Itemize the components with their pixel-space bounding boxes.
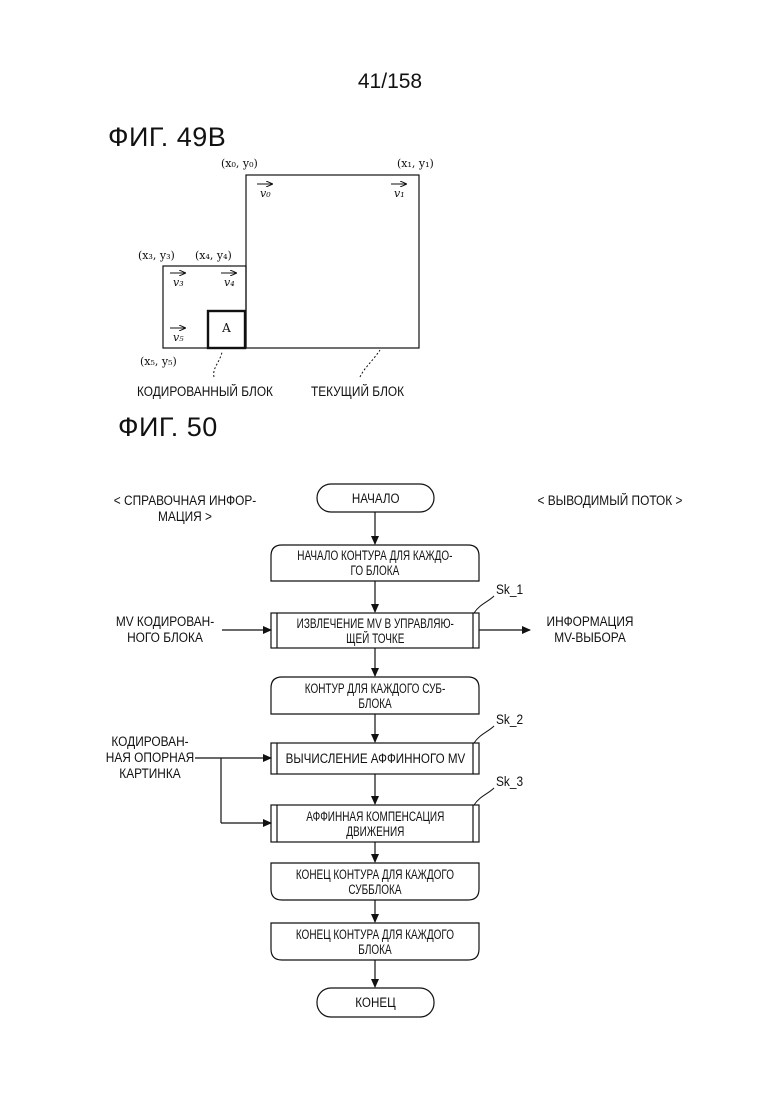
loop-block-start-label: НАЧАЛО КОНТУРА ДЛЯ КАЖДО-ГО БЛОКА [271,545,479,581]
coord-x3-y3: (x₃, y₃) [138,249,175,262]
right-header: < ВЫВОДИМЫЙ ПОТОК > [522,493,698,509]
vector-v1: v₁ [394,187,405,200]
start-label: НАЧАЛО [317,484,434,512]
current-block-label: ТЕКУЩИЙ БЛОК [311,384,404,400]
coord-x0-y0: (x₀, y₀) [221,157,258,170]
left-header: < СПРАВОЧНАЯ ИНФОР- МАЦИЯ > [110,493,260,525]
coded-block-leader [214,352,222,377]
vector-v3: v₃ [173,276,184,289]
loop-sub-start-label: КОНТУР ДЛЯ КАЖДОГО СУБ-БЛОКА [271,677,479,714]
step1-tag-leader [474,596,494,613]
output-mv-label: ИНФОРМАЦИЯ MV-ВЫБОРА [537,614,643,646]
coord-x1-y1: (x₁, y₁) [397,157,434,170]
step2-label: ВЫЧИСЛЕНИЕ АФФИННОГО MV [271,743,479,774]
step2-tag-leader [474,726,494,743]
step2-tag: Sk_2 [496,712,523,728]
end-label: КОНЕЦ [317,988,434,1017]
coord-x5-y5: (x₅, y₅) [140,355,177,368]
coded-block-label: КОДИРОВАННЫЙ БЛОК [137,384,273,400]
loop-block-end-label: КОНЕЦ КОНТУРА ДЛЯ КАЖДОГОБЛОКА [271,923,479,960]
block-a-label: A [208,321,245,335]
current-block-leader [360,350,380,377]
step1-tag: Sk_1 [496,582,523,598]
step1-label: ИЗВЛЕЧЕНИЕ MV В УПРАВЛЯЮ-ЩЕЙ ТОЧКЕ [271,613,479,648]
step3-tag-leader [474,788,494,805]
current-block [246,175,419,348]
step3-tag: Sk_3 [496,774,523,790]
vector-v4: v₄ [224,276,235,289]
input-mv-label: MV КОДИРОВАН- НОГО БЛОКА [108,614,222,646]
step3-label: АФФИННАЯ КОМПЕНСАЦИЯДВИЖЕНИЯ [271,805,479,842]
vector-v5: v₅ [173,331,184,344]
fig50-title: ФИГ. 50 [118,412,218,443]
vector-v0: v₀ [260,187,271,200]
coord-x4-y4: (x₄, y₄) [195,249,232,262]
input-ref-label: КОДИРОВАН- НАЯ ОПОРНАЯ КАРТИНКА [97,734,203,782]
loop-sub-end-label: КОНЕЦ КОНТУРА ДЛЯ КАЖДОГОСУББЛОКА [271,863,479,900]
